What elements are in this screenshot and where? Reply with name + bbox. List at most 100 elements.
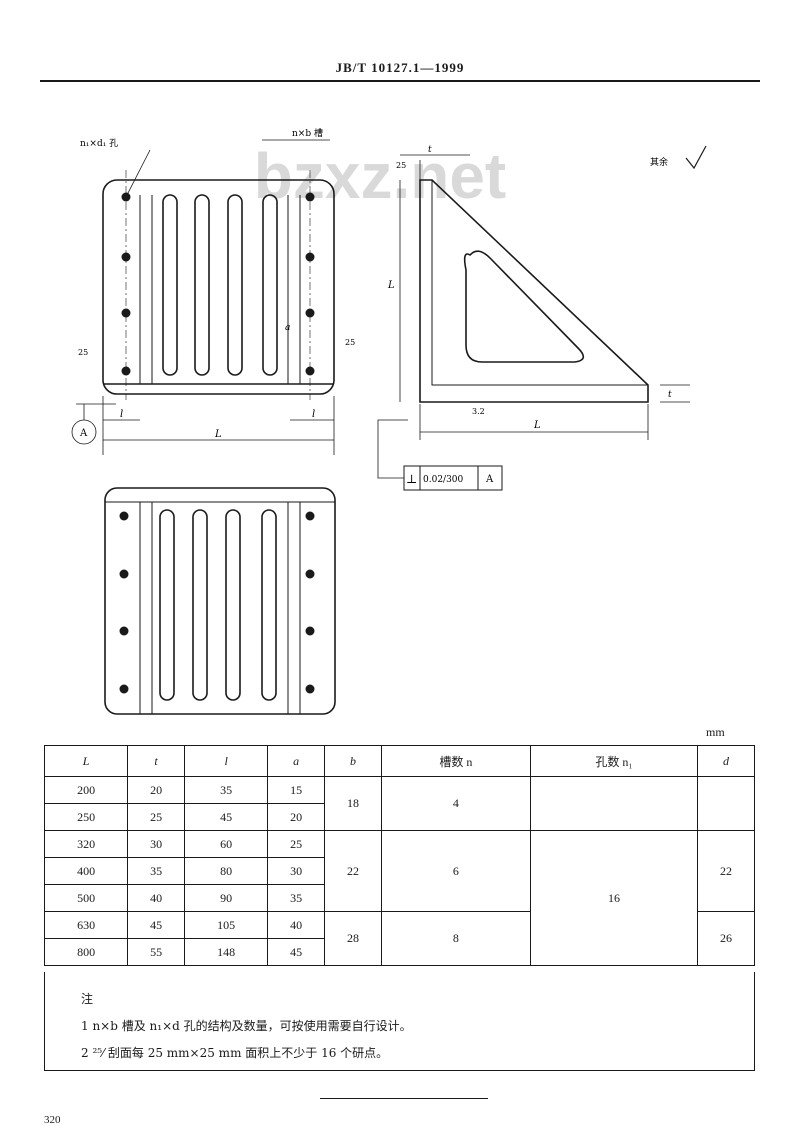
label-t-bottom: t: [668, 390, 672, 400]
front-view-plate: [102, 179, 335, 395]
hole: [119, 626, 129, 636]
technical-drawing: bzxz.net n₁×d₁ 孔 n×b: [71, 127, 707, 715]
cell-n: 6: [380, 830, 531, 912]
cell-l: 105: [184, 911, 269, 939]
label-roughness-right: 25: [345, 338, 355, 347]
cell-l: 80: [184, 857, 269, 885]
cell-t: 55: [127, 938, 186, 966]
cell-t: 30: [127, 830, 186, 858]
cell-b: 22: [324, 830, 382, 912]
label-L-vertical: L: [387, 280, 395, 291]
slot: [261, 509, 277, 701]
cell-l: 60: [184, 830, 269, 858]
slot: [262, 194, 278, 376]
hole: [305, 252, 315, 262]
hole: [305, 308, 315, 318]
hole: [305, 192, 315, 202]
cell-L: 400: [43, 857, 129, 885]
cell-n: 4: [380, 776, 531, 831]
cell-l: 148: [184, 938, 269, 966]
header-rule: [40, 80, 760, 82]
spec-table: L t l a b 槽数 n 孔数 n₁ d 200 20 35 15 18 4…: [43, 745, 755, 966]
cell-a: 45: [267, 938, 326, 966]
cell-L: 630: [43, 911, 129, 939]
table-row: 250 25 45 20: [43, 803, 755, 831]
table-row: 200 20 35 15 18 4: [43, 776, 755, 831]
hole: [119, 684, 129, 694]
col-header: 孔数 n₁: [529, 745, 699, 777]
label-l-right: l: [312, 409, 315, 420]
note-item: 1 n×b 槽及 n₁×d 孔的结构及数量，可按使用需要自行设计。: [81, 1019, 412, 1033]
tolerance-datum: A: [485, 474, 494, 485]
hole: [121, 252, 131, 262]
cell-a: 40: [267, 911, 326, 939]
notes-title: 注: [81, 992, 94, 1006]
hole: [121, 308, 131, 318]
cell-t: 40: [127, 884, 186, 912]
cell-L: 250: [43, 803, 129, 831]
cell-a: 30: [267, 857, 326, 885]
slot: [225, 509, 241, 701]
label-roughness-32: 3.2: [472, 407, 485, 416]
cell-l: 45: [184, 803, 269, 831]
cell-L: 320: [43, 830, 129, 858]
label-roughness-side: 25: [396, 161, 406, 170]
cell-b: 18: [324, 776, 382, 831]
cell-a: 15: [267, 776, 326, 804]
cell-d: 22: [697, 830, 755, 912]
page-number: 320: [44, 1114, 61, 1126]
hole: [305, 569, 315, 579]
cell-d: 26: [697, 911, 755, 966]
footer-rule: [320, 1098, 488, 1099]
col-header: d: [697, 745, 755, 777]
label-l-left: l: [120, 409, 123, 420]
cell-n: 8: [380, 911, 531, 966]
label-rest: 其余: [650, 156, 668, 168]
hole: [119, 569, 129, 579]
col-header: b: [324, 745, 382, 777]
col-header: a: [267, 745, 326, 777]
label-holes: n₁×d₁ 孔: [80, 138, 118, 149]
hole: [119, 511, 129, 521]
label-L-side: L: [533, 420, 541, 431]
lightening-hole: [463, 250, 585, 363]
standard-code: JB/T 10127.1—1999: [335, 60, 465, 75]
bottom-view-plate: [104, 487, 336, 715]
tolerance-symbol: ⊥: [406, 472, 417, 486]
cell-t: 20: [127, 776, 186, 804]
cell-L: 200: [43, 776, 129, 804]
cell-a: 20: [267, 803, 326, 831]
table-row: 800 55 148 45: [43, 938, 755, 966]
cell-t: 35: [127, 857, 186, 885]
cell-l: 90: [184, 884, 269, 912]
tolerance-frame: [403, 465, 503, 491]
cell-a: 25: [267, 830, 326, 858]
table-header-row: L t l a b 槽数 n 孔数 n₁ d: [43, 745, 755, 777]
hole: [305, 626, 315, 636]
hole: [305, 366, 315, 376]
table-row: 320 30 60 25 22 6 16 22: [43, 830, 755, 966]
slot: [227, 194, 243, 376]
cell-n1-empty: [529, 776, 699, 831]
col-header: 槽数 n: [380, 745, 531, 777]
cell-L: 800: [43, 938, 129, 966]
col-header: t: [127, 745, 186, 777]
side-view-outline: [419, 179, 649, 403]
label-roughness-left: 25: [78, 348, 88, 357]
roughness-symbol-icon: [685, 145, 707, 170]
cell-l: 35: [184, 776, 269, 804]
tolerance-value: 0.02/300: [423, 475, 464, 485]
cell-d-empty: [697, 776, 755, 831]
hole: [305, 511, 315, 521]
col-header: L: [43, 745, 129, 777]
notes-box: 注 1 n×b 槽及 n₁×d 孔的结构及数量，可按使用需要自行设计。 2 ²⁵…: [44, 972, 755, 1071]
hole: [305, 684, 315, 694]
label-t-side: t: [428, 145, 432, 155]
label-a: a: [285, 323, 290, 333]
note-item: 2 ²⁵⁄ 刮面每 25 mm×25 mm 面积上不少于 16 个研点。: [81, 1046, 389, 1060]
cell-n1: 16: [529, 830, 699, 966]
label-slots: n×b 槽: [292, 127, 323, 139]
table-row: 400 35 80 30: [43, 857, 755, 885]
watermark: bzxz.net: [254, 140, 506, 212]
slot: [159, 509, 175, 701]
